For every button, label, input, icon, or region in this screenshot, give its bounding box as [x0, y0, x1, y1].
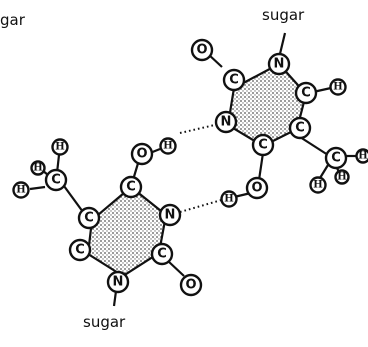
svg-text:C: C [126, 180, 136, 195]
atom-top-h6: H [329, 78, 347, 96]
atom-bot-c2: C [150, 242, 174, 266]
top-c4-o4-bond [257, 152, 265, 181]
sugar-label-top: sugar [262, 6, 305, 24]
bot-sugar-bond [112, 290, 118, 307]
atom-top-hm3: H [309, 176, 327, 194]
atom-top-o2: O [190, 38, 214, 62]
atom-top-hm1: H [355, 148, 368, 164]
svg-text:H: H [337, 172, 346, 183]
svg-text:C: C [295, 121, 305, 136]
top-c5-cmethyl-bond [299, 136, 329, 156]
svg-text:C: C [331, 151, 341, 166]
svg-text:H: H [333, 82, 342, 93]
atom-top-o4: O [245, 176, 269, 200]
svg-text:C: C [301, 86, 311, 101]
svg-text:O: O [196, 43, 207, 58]
svg-text:H: H [313, 180, 322, 191]
hydrogen-bond-lower [179, 198, 226, 213]
atom-top-cmethyl: C [324, 146, 348, 170]
atom-top-c5: C [288, 116, 312, 140]
svg-text:C: C [75, 243, 85, 258]
atom-top-c4: C [251, 133, 275, 157]
svg-text:O: O [251, 181, 262, 196]
svg-text:H: H [16, 185, 25, 196]
atom-bot-hm3: H [12, 181, 30, 199]
svg-text:H: H [33, 163, 42, 174]
svg-text:H: H [358, 151, 367, 162]
atom-bot-hm2: H [30, 160, 46, 176]
atom-top-hm2: H [334, 169, 350, 185]
svg-text:C: C [229, 73, 239, 88]
bottom-ring-shading [86, 185, 168, 278]
svg-text:N: N [274, 57, 285, 72]
atom-top-n1: N [267, 52, 291, 76]
svg-text:N: N [221, 115, 232, 130]
svg-text:N: N [113, 275, 124, 290]
atom-top-h-o4: H [220, 190, 238, 208]
svg-text:H: H [224, 194, 233, 205]
atom-bot-cmethyl: C [44, 168, 68, 192]
sugar-label-cutoff: gar [0, 11, 26, 29]
svg-text:C: C [51, 173, 61, 188]
svg-text:C: C [84, 211, 94, 226]
bot-c5-cmethyl-bond [63, 185, 84, 213]
svg-text:C: C [258, 138, 268, 153]
atom-bot-h-o4: H [159, 137, 177, 155]
top-cmethyl-h3-bond [319, 164, 329, 179]
atom-top-c2: C [222, 68, 246, 92]
bot-cmethyl-h3-bond [29, 185, 46, 191]
atom-bot-n1: N [106, 270, 130, 294]
atom-bot-hm1: H [51, 138, 69, 156]
atom-top-n3: N [214, 110, 238, 134]
atom-bot-c4: C [119, 175, 143, 199]
svg-text:H: H [163, 141, 172, 152]
atom-bot-o4: O [130, 142, 154, 166]
svg-text:O: O [136, 147, 147, 162]
svg-text:O: O [185, 278, 196, 293]
svg-text:H: H [55, 142, 64, 153]
svg-text:C: C [157, 247, 167, 262]
bot-c2-o2-bond [167, 260, 185, 277]
atom-top-c6: C [294, 81, 318, 105]
svg-text:N: N [165, 208, 176, 223]
atom-bot-o2: O [179, 273, 203, 297]
sugar-label-bottom: sugar [83, 313, 126, 331]
hydrogen-bond-upper [179, 123, 220, 134]
atom-bot-c6: C [68, 238, 92, 262]
atom-bot-n3: N [158, 203, 182, 227]
atom-bot-c5: C [77, 206, 101, 230]
